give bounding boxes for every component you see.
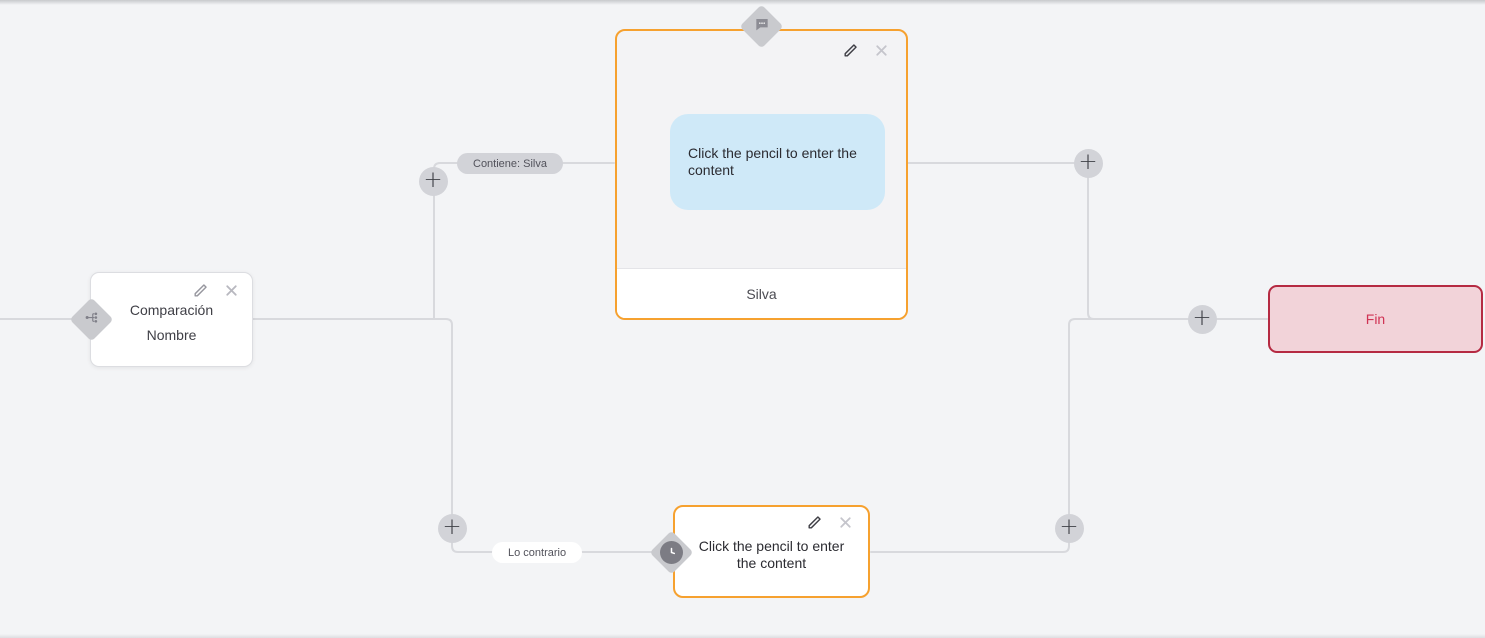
edge-label-contains[interactable]: Contiene: Silva bbox=[457, 153, 563, 174]
add-step-button-bottom-left[interactable]: + bbox=[437, 513, 467, 543]
edge-label-otherwise[interactable]: Lo contrario bbox=[492, 542, 583, 563]
close-icon[interactable] bbox=[223, 282, 240, 299]
split-branch-icon bbox=[84, 310, 99, 330]
chat-bubble-icon bbox=[754, 16, 770, 37]
edge-fallback-to-end bbox=[870, 318, 1268, 553]
edge-condition-to-message bbox=[433, 162, 615, 320]
end-node-label: Fin bbox=[1365, 311, 1386, 327]
close-icon[interactable] bbox=[837, 514, 854, 531]
add-step-button-top-left[interactable]: + bbox=[418, 166, 448, 196]
edge-label-otherwise-text: Lo contrario bbox=[508, 546, 567, 559]
add-step-button-before-end[interactable]: + bbox=[1187, 304, 1217, 334]
message-footer-label: Silva bbox=[746, 285, 777, 302]
fallback-node-handle[interactable] bbox=[649, 530, 694, 575]
plus-icon: + bbox=[1192, 304, 1212, 331]
edit-pencil-icon[interactable] bbox=[192, 282, 209, 299]
message-bubble-text: Click the pencil to enter the content bbox=[688, 145, 857, 178]
message-node-handle[interactable] bbox=[739, 4, 784, 49]
condition-title-line2: Nombre bbox=[146, 327, 197, 343]
end-node[interactable]: Fin bbox=[1268, 285, 1483, 353]
clock-icon bbox=[660, 541, 683, 564]
edit-pencil-icon[interactable] bbox=[842, 42, 859, 59]
edge-label-contains-text: Contiene: Silva bbox=[473, 157, 547, 170]
plus-icon: + bbox=[1078, 148, 1098, 175]
message-node[interactable]: Click the pencil to enter the content Si… bbox=[615, 29, 908, 320]
edit-pencil-icon[interactable] bbox=[806, 514, 823, 531]
plus-icon: + bbox=[1059, 513, 1079, 540]
message-node-footer: Silva bbox=[617, 268, 906, 318]
edge-message-to-end bbox=[907, 162, 1268, 320]
edge-condition-to-fallback bbox=[252, 318, 656, 553]
add-step-button-top-right[interactable]: + bbox=[1073, 148, 1103, 178]
close-icon[interactable] bbox=[873, 42, 890, 59]
message-bubble: Click the pencil to enter the content bbox=[670, 114, 885, 210]
condition-node-handle[interactable] bbox=[69, 297, 114, 342]
condition-node[interactable]: Comparación Nombre bbox=[90, 272, 253, 367]
plus-icon: + bbox=[423, 166, 443, 193]
fallback-node-text: Click the pencil to enter the content bbox=[698, 538, 845, 571]
add-step-button-bottom-right[interactable]: + bbox=[1054, 513, 1084, 543]
plus-icon: + bbox=[442, 513, 462, 540]
condition-node-title: Comparación Nombre bbox=[91, 298, 252, 348]
condition-title-line1: Comparación bbox=[129, 302, 214, 318]
fallback-node[interactable]: Click the pencil to enter the content bbox=[673, 505, 870, 598]
